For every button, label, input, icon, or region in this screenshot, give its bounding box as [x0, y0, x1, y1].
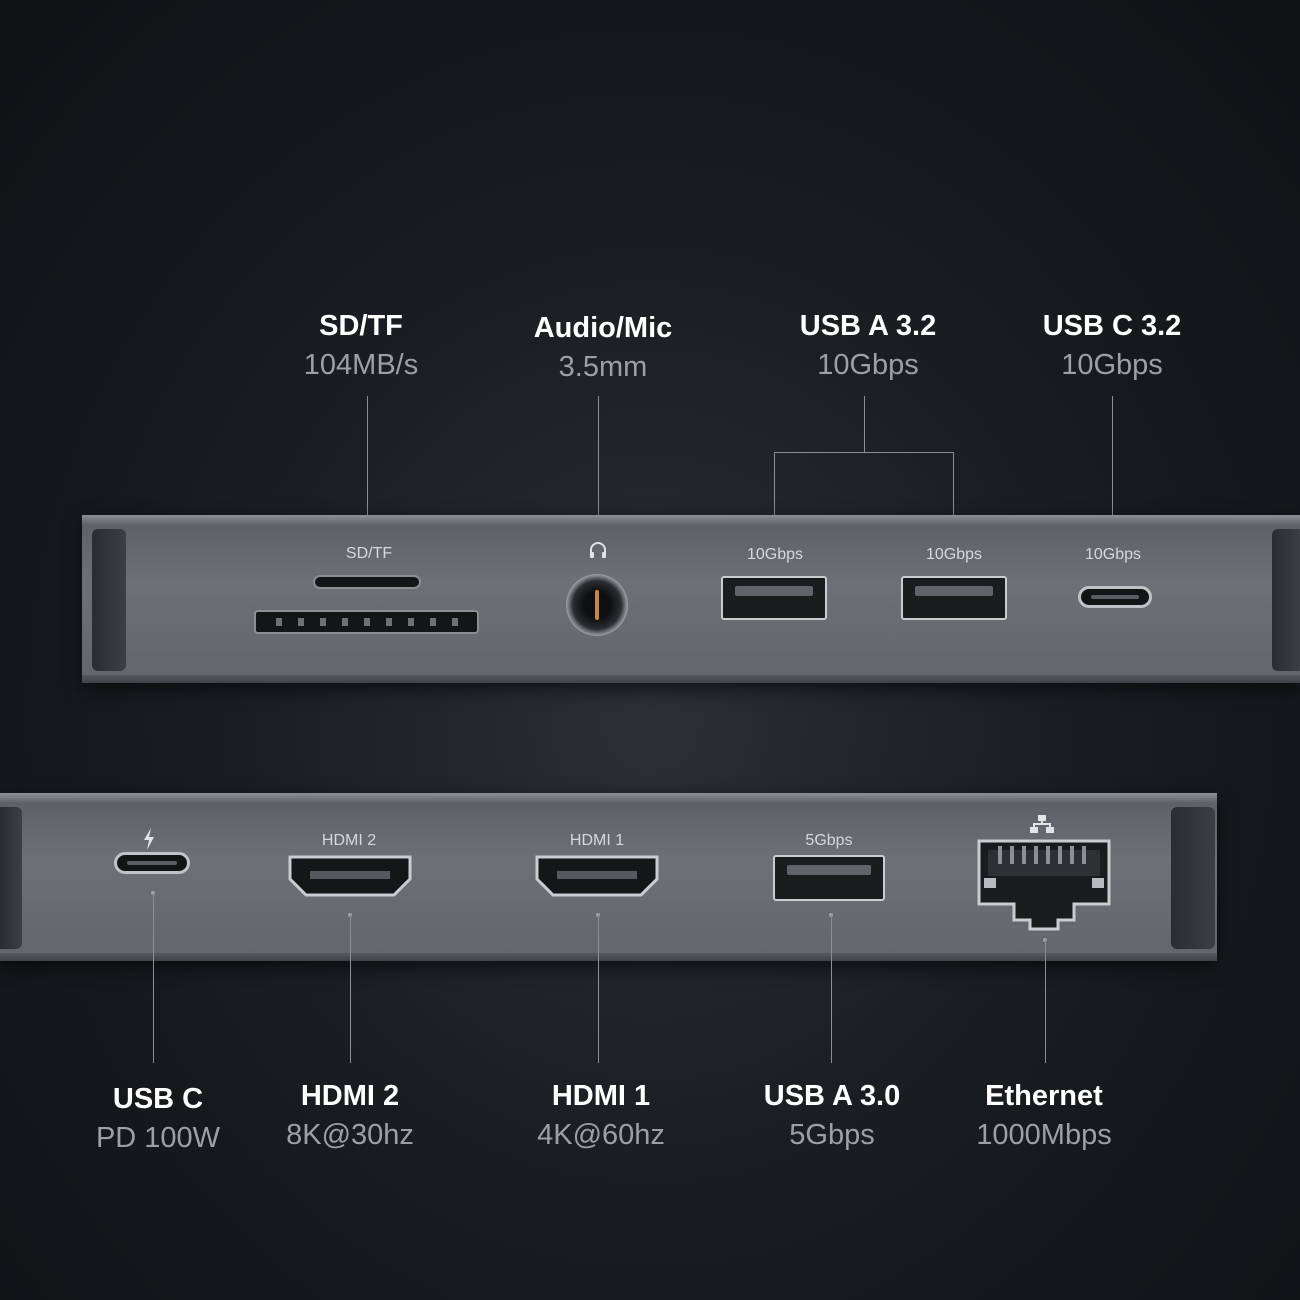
label-sub: 104MB/s	[303, 349, 419, 381]
sd-contacts	[276, 618, 458, 626]
label-title: USB C	[112, 1083, 204, 1115]
label-sub: 5Gbps	[789, 1119, 875, 1151]
usb-a-port-2	[901, 576, 1007, 620]
label-title: HDMI 2	[300, 1080, 400, 1112]
hub-edge	[0, 793, 1217, 803]
label-title: Ethernet	[985, 1080, 1103, 1112]
connector-line	[1112, 396, 1113, 532]
usb-c-pd-port	[114, 852, 190, 874]
hub-end-cap	[92, 529, 126, 671]
connector-line	[598, 915, 599, 1063]
port-label-hdmi1: HDMI 1	[569, 832, 625, 849]
label-usb-a-3-0: USB A 3.0 5Gbps	[764, 1077, 900, 1155]
hub-edge	[0, 953, 1217, 961]
hub-end-cap	[0, 807, 22, 949]
label-title: Audio/Mic	[533, 312, 673, 344]
port-label-usba-1: 10Gbps	[746, 546, 804, 563]
connector-line	[953, 452, 954, 532]
sd-card-slot	[254, 610, 479, 634]
hub-top-side	[82, 515, 1300, 683]
usb-a-port-1	[721, 576, 827, 620]
audio-jack	[566, 574, 628, 636]
headphone-icon	[588, 540, 608, 565]
label-title: USB C 3.2	[1042, 310, 1182, 342]
label-sub: 10Gbps	[1061, 349, 1163, 381]
label-sub: PD 100W	[95, 1122, 221, 1154]
label-title: SD/TF	[319, 310, 403, 342]
label-sub: 4K@60hz	[537, 1119, 665, 1151]
audio-jack-pin	[595, 590, 599, 620]
label-hdmi-1: HDMI 1 4K@60hz	[537, 1077, 665, 1155]
label-sub: 3.5mm	[558, 351, 648, 383]
connector-line	[1045, 940, 1046, 1063]
label-usb-c-3-2: USB C 3.2 10Gbps	[1043, 307, 1182, 385]
label-audio-mic: Audio/Mic 3.5mm	[534, 309, 673, 387]
hub-edge	[82, 515, 1300, 525]
hub-end-cap	[1171, 807, 1215, 949]
hdmi-2-port	[288, 855, 412, 897]
label-title: HDMI 1	[551, 1080, 651, 1112]
label-usb-a-3-2: USB A 3.2 10Gbps	[800, 307, 936, 385]
usb-a-3-0-port	[773, 855, 885, 901]
connector-line	[350, 915, 351, 1063]
connector-line	[598, 396, 599, 532]
hub-end-cap	[1272, 529, 1300, 671]
hdmi-1-port	[535, 855, 659, 897]
label-sub: 8K@30hz	[286, 1119, 414, 1151]
label-sub: 1000Mbps	[976, 1119, 1112, 1151]
port-label-usbc: 10Gbps	[1084, 546, 1142, 563]
label-usb-c-pd: USB C PD 100W	[96, 1080, 220, 1158]
port-label-usba-2: 10Gbps	[925, 546, 983, 563]
lightning-icon	[142, 828, 156, 855]
hub-edge	[82, 675, 1300, 683]
connector-line	[153, 893, 154, 1063]
connector-line	[864, 396, 865, 452]
connector-line	[831, 915, 832, 1063]
label-sub: 10Gbps	[817, 349, 919, 381]
tf-card-slot	[313, 575, 421, 589]
network-icon	[1030, 815, 1054, 840]
port-label-sd: SD/TF	[345, 545, 393, 562]
label-ethernet: Ethernet 1000Mbps	[976, 1077, 1111, 1155]
label-title: USB A 3.2	[799, 310, 937, 342]
label-sd-tf: SD/TF 104MB/s	[304, 307, 418, 385]
connector-line	[774, 452, 775, 532]
port-label-hdmi2: HDMI 2	[321, 832, 377, 849]
port-label-usba: 5Gbps	[805, 832, 853, 849]
connector-line	[367, 396, 368, 532]
usb-c-port-top	[1078, 586, 1152, 608]
ethernet-port	[977, 839, 1111, 931]
label-title: USB A 3.0	[763, 1080, 901, 1112]
connector-line	[774, 452, 954, 453]
label-hdmi-2: HDMI 2 8K@30hz	[286, 1077, 414, 1155]
